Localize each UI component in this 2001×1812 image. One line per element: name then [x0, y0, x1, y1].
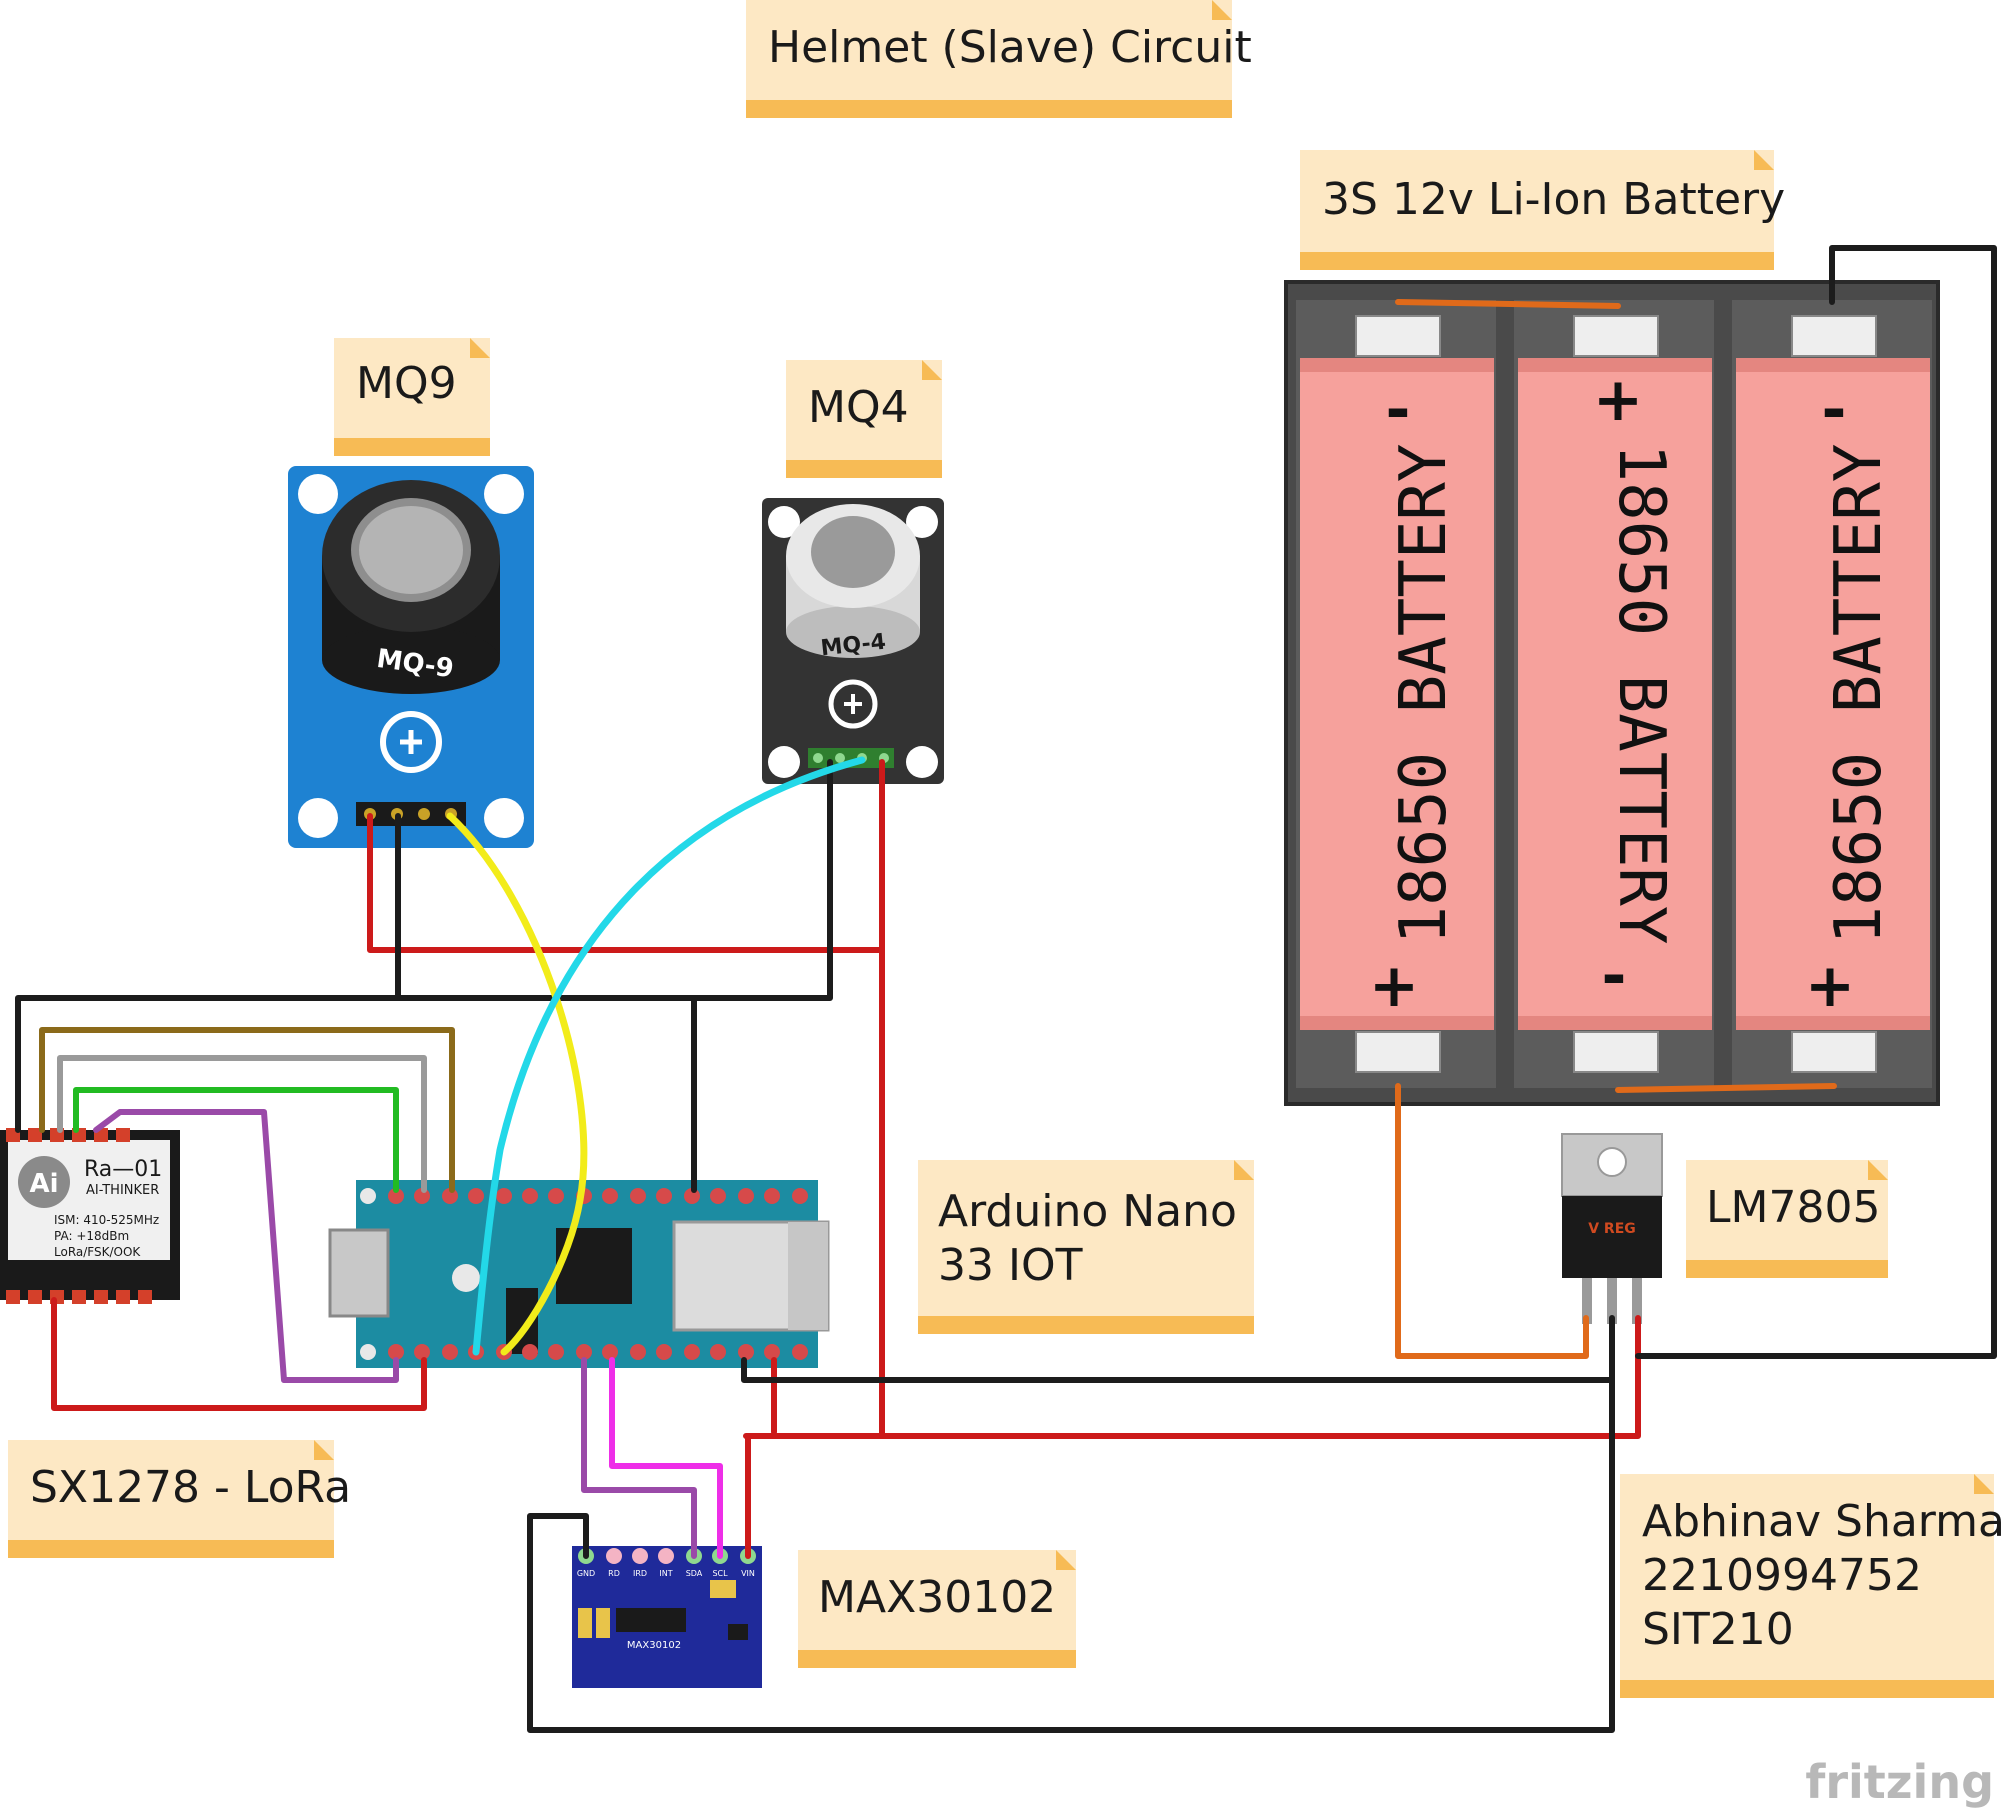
note-title-text: Helmet (Slave) Circuit — [768, 22, 1252, 73]
max-pin-label-6: SCL — [712, 1569, 728, 1578]
fritzing-watermark: fritzing — [1805, 1755, 1994, 1809]
note-nano-line2: 33 IOT — [938, 1240, 1083, 1291]
max-pin-label-2: RD — [608, 1569, 620, 1578]
mq9-plug-icon — [380, 711, 442, 773]
lora-name: Ra—01 — [84, 1157, 162, 1182]
note-author-line2: 2210994752 — [1642, 1550, 1922, 1601]
max-chip-label: MAX30102 — [627, 1640, 681, 1651]
vreg-label: V REG — [1588, 1221, 1636, 1237]
nano-usb-port — [328, 1228, 390, 1318]
cell3-top-sign: - — [1822, 375, 1847, 445]
note-mq9-text: MQ9 — [356, 358, 457, 409]
note-lora: SX1278 - LoRa — [8, 1440, 351, 1558]
lora-spec-3: LoRa/FSK/OOK — [54, 1245, 141, 1259]
wire-red-mq9-vcc — [367, 813, 885, 953]
wire-yellow-mq9-signal — [446, 812, 588, 1356]
wire-green-lora — [73, 1087, 399, 1193]
max-sensor-chip — [616, 1608, 686, 1632]
note-nano-line1: Arduino Nano — [938, 1186, 1237, 1237]
max-pin-label-4: INT — [659, 1569, 672, 1578]
lora-spec-1: ISM: 410-525MHz — [54, 1213, 159, 1227]
nano-reset-button — [452, 1264, 480, 1292]
lora-brand: AI-THINKER — [86, 1183, 159, 1198]
note-nano: Arduino Nano 33 IOT — [918, 1160, 1254, 1334]
note-title: Helmet (Slave) Circuit — [746, 0, 1252, 118]
lora-logo-text: Ai — [29, 1169, 58, 1199]
wire-black-battery-neg — [1635, 245, 1997, 1359]
wire-black-gnd-bus — [15, 759, 833, 1133]
lora-pads — [6, 1128, 152, 1304]
note-battery: 3S 12v Li-Ion Battery — [1300, 150, 1785, 270]
lm7805-regulator: V REG — [1561, 1133, 1663, 1324]
wire-cyan-mq4-signal — [472, 756, 866, 1356]
note-mq4: MQ4 — [786, 360, 942, 478]
note-max-text: MAX30102 — [818, 1572, 1056, 1623]
note-author: Abhinav Sharma 2210994752 SIT210 — [1620, 1474, 2001, 1698]
wire-orange-cell-link-bottom — [1615, 1083, 1837, 1093]
cell2-bottom-sign: - — [1602, 941, 1627, 1011]
cell1-bottom-sign: + — [1369, 951, 1419, 1021]
mq4-sensor: MQ-4 — [762, 498, 944, 784]
wires — [15, 245, 1997, 1733]
battery-cell-1: - + 18650 BATTERY — [1296, 300, 1496, 1088]
battery-cell-3: - + 18650 BATTERY — [1732, 300, 1932, 1088]
nano-header-top — [360, 1188, 808, 1204]
note-author-line3: SIT210 — [1642, 1604, 1794, 1655]
max-pin-label-1: GND — [577, 1569, 595, 1578]
wire-gray-lora — [57, 1055, 427, 1193]
note-max: MAX30102 — [798, 1550, 1076, 1668]
battery-cell-2: + - 18650 BATTERY — [1514, 300, 1714, 1088]
cell2-label: 18650 BATTERY — [1604, 444, 1678, 945]
note-lm7805-text: LM7805 — [1706, 1182, 1880, 1233]
note-lm7805: LM7805 — [1686, 1160, 1888, 1278]
wire-orange-cell-link-top — [1395, 299, 1621, 309]
wire-black-max-gnd — [527, 1327, 1615, 1733]
wire-orange-battery-pos — [1395, 1083, 1589, 1359]
cell1-top-sign: - — [1386, 375, 1411, 445]
cell3-label: 18650 BATTERY — [1822, 444, 1896, 945]
nano-header-bottom — [360, 1344, 808, 1360]
wire-purple-max-sda — [581, 1357, 697, 1559]
wire-brown-lora — [39, 1027, 455, 1193]
lora-module: Ai Ra—01 AI-THINKER ISM: 410-525MHz PA: … — [0, 1128, 180, 1304]
cell3-bottom-sign: + — [1805, 951, 1855, 1021]
note-battery-text: 3S 12v Li-Ion Battery — [1322, 174, 1785, 225]
max-pin-label-7: VIN — [741, 1569, 755, 1578]
wire-purple-lora — [93, 1109, 399, 1383]
max-pin-label-5: SDA — [686, 1569, 703, 1578]
cell1-label: 18650 BATTERY — [1387, 444, 1461, 945]
mq4-plug-icon — [828, 679, 878, 729]
battery-pack: - + 18650 BATTERY + - 18650 BATTERY - + — [1284, 280, 1940, 1106]
lora-spec-2: PA: +18dBm — [54, 1229, 129, 1243]
mq9-sensor: MQ-9 — [288, 466, 534, 848]
wire-red-lora-vcc — [51, 1297, 427, 1411]
note-mq9: MQ9 — [334, 338, 490, 456]
note-lora-text: SX1278 - LoRa — [30, 1462, 351, 1513]
note-mq4-text: MQ4 — [808, 382, 909, 433]
wire-magenta-max-scl — [609, 1357, 723, 1559]
max-pin-label-3: IRD — [633, 1569, 647, 1578]
max30102-module: GND RD IRD INT SDA SCL VIN MAX30102 — [572, 1546, 762, 1688]
note-author-line1: Abhinav Sharma — [1642, 1496, 2001, 1547]
cell2-top-sign: + — [1593, 365, 1643, 435]
